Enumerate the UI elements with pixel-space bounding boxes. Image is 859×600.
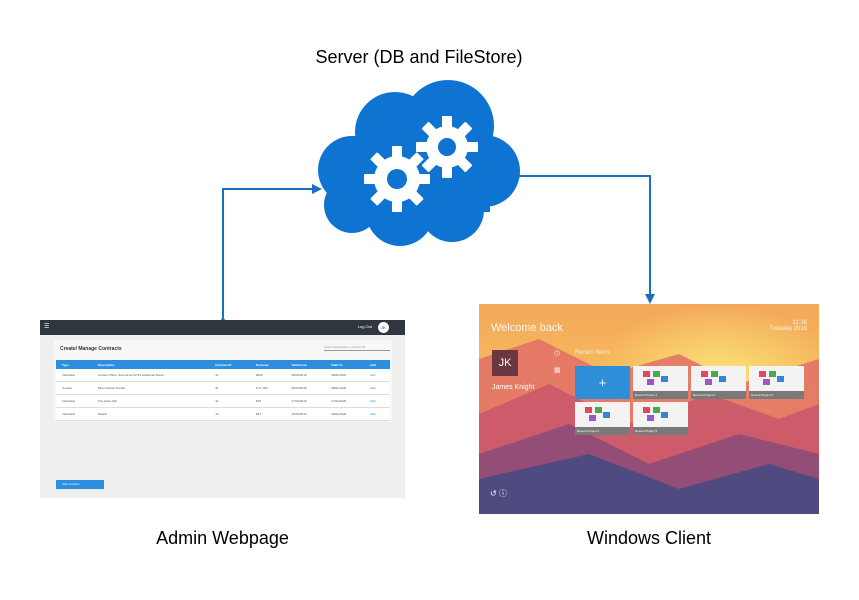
table-cell: Details: [91, 407, 210, 421]
column-header: Edit: [364, 360, 390, 369]
admin-webpage-screenshot: ☰ Log Out JK Create/ Manage Contracts Se…: [40, 320, 405, 498]
table-cell: 17/01/2019: [285, 394, 326, 408]
tile-caption: Recent Project 4: [575, 427, 630, 435]
table-cell: $47: [250, 407, 286, 421]
table-cell: 18/01/2019: [285, 407, 326, 421]
recent-item-tile: Recent Project 5: [633, 402, 688, 435]
tile-caption: Recent Project 1: [633, 391, 688, 399]
gear-icon: [416, 116, 478, 178]
tile-caption: Recent Project 5: [633, 427, 688, 435]
tile-caption: Recent Project 3: [749, 391, 804, 399]
table-cell: 17/01/2020: [325, 394, 365, 408]
table-cell: $345: [250, 369, 286, 382]
table-cell: Individual: [56, 394, 92, 408]
admin-webpage-label: Admin Webpage: [156, 528, 289, 548]
column-header: Revenue: [250, 360, 286, 369]
recent-item-tile: Recent Project 3: [749, 366, 804, 399]
add-item-tile: +: [575, 366, 630, 399]
table-cell: Plus contract bundle: [91, 381, 210, 395]
gear-icon: [364, 146, 430, 212]
column-header: Type: [56, 360, 92, 369]
avatar: JK: [492, 350, 518, 376]
table-cell: 18/01/2020: [325, 407, 365, 421]
document-icon: ▦: [554, 367, 561, 374]
table-cell: Individual: [56, 407, 92, 421]
table-cell: The place half: [91, 394, 210, 408]
edit-link: Edit: [364, 394, 390, 408]
table-cell: Individual: [56, 369, 92, 382]
search-input: Search description, contract ID: [324, 344, 390, 351]
page-title: Create/ Manage Contracts: [60, 346, 122, 352]
menu-icon: ☰: [44, 324, 50, 330]
table-cell: 08/01/2020: [325, 369, 365, 382]
logout-icon: ↺: [490, 489, 497, 498]
table-cell: London Office, Second Ext 8713 Additiona…: [91, 369, 210, 382]
contracts-table: Type Description Contract ID Revenue Val…: [56, 360, 390, 421]
clock: 11:38 Tuesday 2018: [769, 320, 807, 332]
column-header: Description: [91, 360, 210, 369]
windows-client-screenshot: Welcome back 11:38 Tuesday 2018 JK James…: [479, 304, 819, 514]
table-cell: 41: [209, 369, 251, 382]
clock-icon: ◷: [554, 350, 561, 357]
user-name: James Knight: [492, 384, 535, 391]
table-header: Type Description Contract ID Revenue Val…: [56, 360, 390, 369]
table-cell: $ 77,000: [250, 381, 286, 395]
table-cell: Corona: [56, 381, 92, 395]
table-cell: 08/01/2019: [285, 369, 326, 382]
edit-link: Edit: [364, 407, 390, 421]
time-text: 11:38: [792, 320, 807, 326]
admin-topbar: [40, 320, 405, 335]
column-header: Contract ID: [209, 360, 251, 369]
date-text: Tuesday 2018: [769, 326, 807, 332]
edit-link: Edit: [364, 381, 390, 395]
table-cell: 11: [209, 394, 251, 408]
table-row: Corona Plus contract bundle 31 $ 77,000 …: [56, 381, 390, 395]
table-row: Individual London Office, Second Ext 871…: [56, 369, 390, 382]
info-icon: ⓘ: [498, 489, 507, 498]
add-contract-button: Add Contract: [56, 480, 104, 489]
table-cell: 31: [209, 381, 251, 395]
table-cell: $15: [250, 394, 286, 408]
avatar: JK: [378, 322, 389, 333]
welcome-heading: Welcome back: [491, 322, 563, 334]
table-cell: 08/01/2020: [325, 381, 365, 395]
recent-item-tile: Recent Project 1: [633, 366, 688, 399]
table-cell: 08/01/2019: [285, 381, 326, 395]
logout-link: Log Out: [357, 324, 372, 329]
bottom-icons: ↺ ⓘ: [490, 488, 507, 499]
server-client-arrow: [512, 171, 655, 304]
table-cell: 10: [209, 407, 251, 421]
admin-server-arrow: [218, 184, 322, 326]
edit-link: Edit: [364, 369, 390, 382]
server-label: Server (DB and FileStore): [315, 47, 523, 67]
table-row: Individual The place half 11 $15 17/01/2…: [56, 394, 390, 408]
column-header: Valid To: [325, 360, 365, 369]
recent-item-tile: Recent Project 4: [575, 402, 630, 435]
windows-client-label: Windows Client: [586, 528, 712, 548]
tile-caption: Recent Project 2: [691, 391, 746, 399]
recent-items-label: Recent Items: [575, 350, 611, 356]
column-header: Valid From: [285, 360, 326, 369]
table-row: Individual Details 10 $47 18/01/2019 18/…: [56, 407, 390, 421]
recent-item-tile: Recent Project 2: [691, 366, 746, 399]
